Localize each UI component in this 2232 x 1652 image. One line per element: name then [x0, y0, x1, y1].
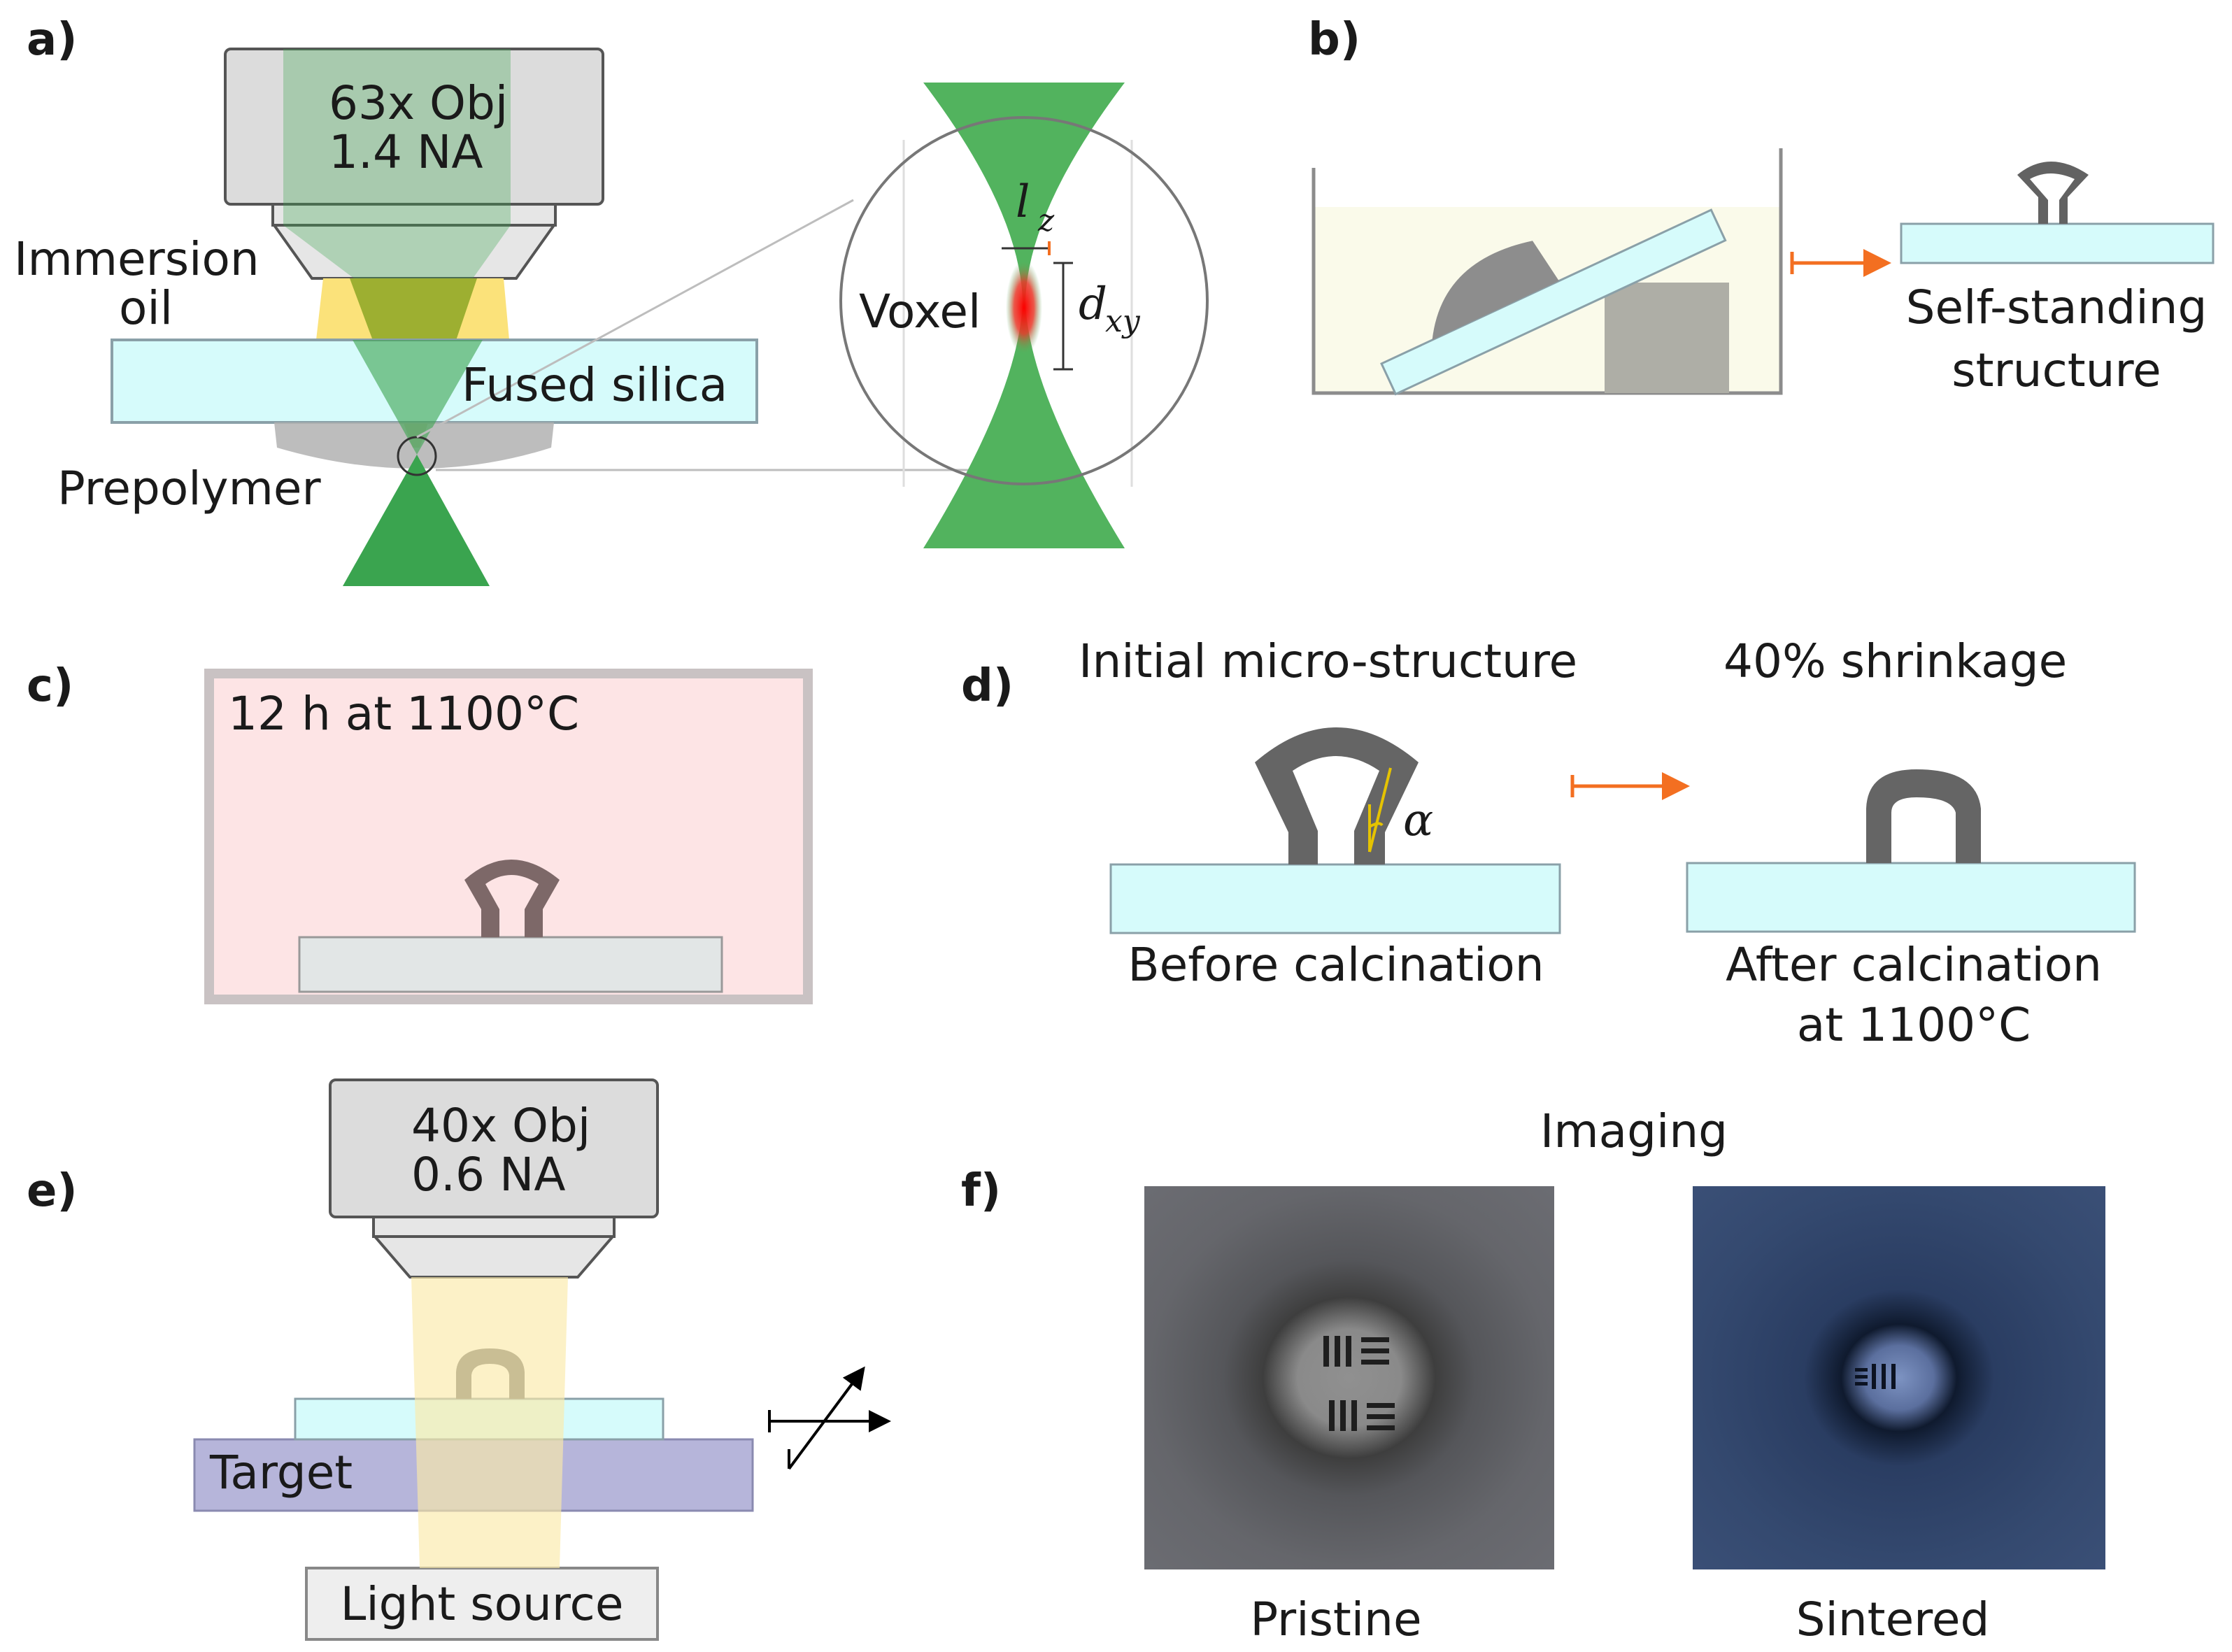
furnace-condition-label: 12 h at 1100°C: [228, 687, 579, 741]
panel-label-c: c): [27, 660, 73, 712]
panel-label-f: f): [961, 1165, 1001, 1217]
title-shrinkage: 40% shrinkage: [1723, 634, 2067, 688]
result-label-line2: structure: [1952, 343, 2161, 397]
substrate-after: [1686, 862, 2136, 933]
light-source: [305, 1567, 659, 1641]
zoom-line-top: [416, 199, 854, 439]
panel-label-e: e): [27, 1165, 78, 1217]
objective-label-line1: 63x Obj: [329, 76, 508, 130]
voxel-spot: [1006, 260, 1042, 355]
objective-40x-label-line2: 0.6 NA: [411, 1148, 565, 1202]
angle-alpha-label: α: [1403, 795, 1433, 846]
sintered-image: [1693, 1186, 2105, 1569]
panel-label-a: a): [27, 14, 77, 66]
pristine-caption: Pristine: [1250, 1593, 1421, 1646]
title-initial-structure: Initial micro-structure: [1079, 634, 1577, 688]
panel-d: d) Initial micro-structure 40% shrinkage…: [961, 634, 2136, 1052]
immersion-label-line1: Immersion: [14, 232, 260, 286]
laser-beam-objective: [283, 49, 511, 278]
panel-f: f) Imaging Pristine: [961, 1104, 2105, 1646]
objective-63x: [224, 48, 604, 280]
laser-beam-lower-cone: [343, 455, 490, 586]
result-label-line1: Self-standing: [1906, 280, 2208, 334]
panel-a: a) 63x Obj 1.4 NA Immersion oil Fused si…: [14, 14, 1209, 586]
objective-40x-label-line1: 40x Obj: [411, 1099, 590, 1153]
objective-40x: [329, 1078, 659, 1279]
structure-in-furnace: [464, 860, 560, 937]
angle-arc: [1369, 822, 1384, 828]
furnace-substrate: [298, 936, 723, 993]
panel-c: c) 12 h at 1100°C: [27, 660, 813, 1004]
caption-after-calcination-line2: at 1100°C: [1797, 998, 2031, 1052]
panel-label-d: d): [961, 660, 1014, 712]
dxy-label: d: [1079, 278, 1107, 330]
substrate-b: [1900, 222, 2215, 264]
laser-beam-glass: [353, 340, 483, 455]
imaging-title: Imaging: [1540, 1104, 1728, 1158]
caption-after-calcination-line1: After calcination: [1726, 938, 2102, 992]
voxel-label: Voxel: [859, 285, 981, 339]
lz-sub-label: z: [1037, 203, 1055, 238]
light-source-label: Light source: [341, 1577, 624, 1631]
lz-label: l: [1016, 176, 1030, 228]
structure-before: [1255, 727, 1419, 864]
objective-label-line2: 1.4 NA: [329, 125, 483, 179]
voxel-zoom: [839, 83, 1209, 548]
sintered-caption: Sintered: [1796, 1593, 1990, 1646]
immersion-label-line2: oil: [119, 281, 173, 335]
structure-after: [1866, 769, 1981, 863]
angle-line: [1368, 767, 1392, 853]
caption-before-calcination: Before calcination: [1128, 938, 1544, 992]
polarizer-axes-icon: [768, 1366, 891, 1470]
beaker-support-block: [1605, 283, 1729, 393]
panel-b: b) Self-standing structure: [1308, 14, 2215, 397]
target-label: Target: [209, 1446, 353, 1500]
fused-silica-label: Fused silica: [462, 358, 727, 412]
zoom-circle: [839, 116, 1209, 485]
light-beam: [411, 1277, 568, 1568]
dxy-sub-label: xy: [1105, 304, 1141, 339]
substrate-before: [1109, 863, 1561, 934]
prepolymer-label: Prepolymer: [57, 462, 321, 515]
panel-e: e) 40x Obj 0.6 NA Light source Target: [27, 1078, 891, 1641]
self-standing-structure-b: [2017, 162, 2089, 224]
developer-beaker: [1312, 148, 1783, 395]
pristine-image: [1144, 1186, 1554, 1569]
tilted-substrate: [1380, 208, 1727, 396]
panel-label-b: b): [1308, 14, 1360, 66]
